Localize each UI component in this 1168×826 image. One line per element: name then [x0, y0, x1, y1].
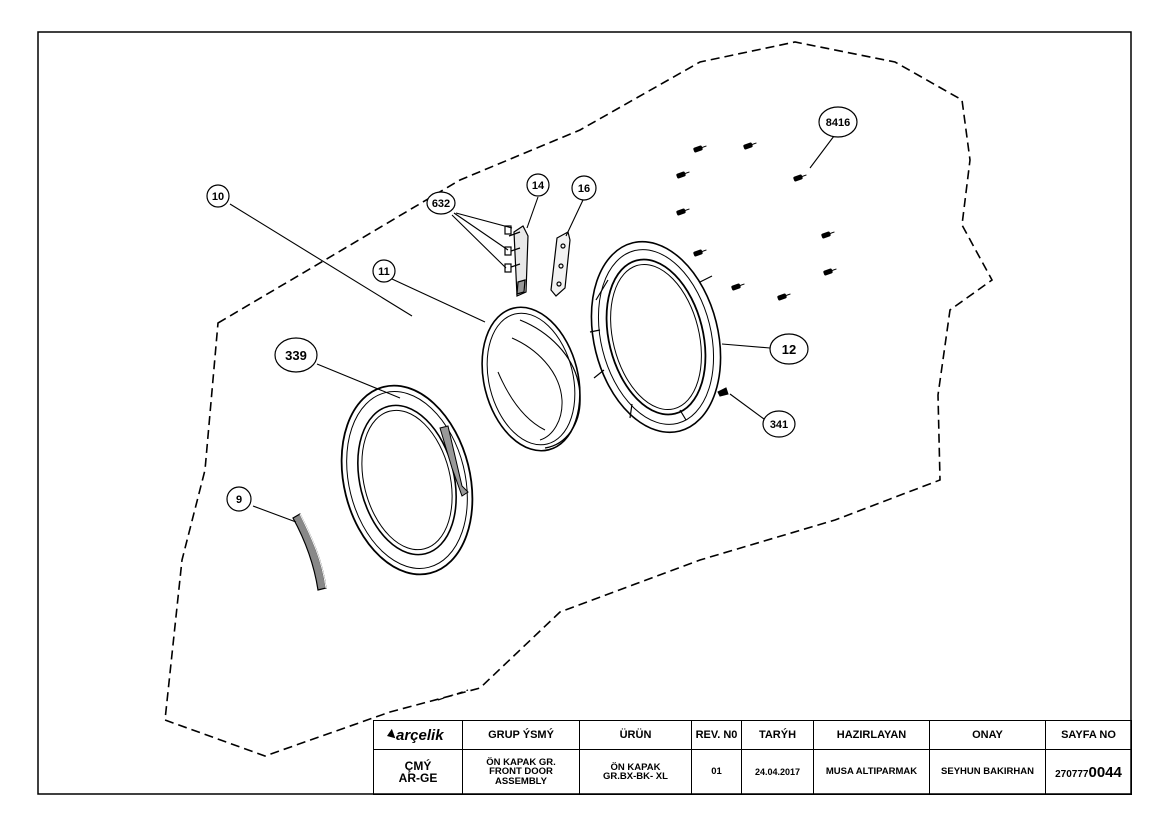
department-line-1: ÇMÝ [404, 759, 432, 773]
page-number-value: 2707770044 [1045, 749, 1132, 795]
callout-632: 632 [426, 191, 456, 215]
svg-text:14: 14 [532, 180, 545, 192]
callout-12: 12 [769, 333, 809, 365]
screw-341 [717, 387, 729, 397]
callout-339: 339 [274, 337, 318, 373]
callout-10: 10 [206, 184, 230, 208]
prepared-by-value: MUSA ALTIPARMAK [813, 749, 930, 795]
callout-11: 11 [372, 259, 396, 283]
svg-text:16: 16 [578, 183, 590, 195]
company-logo: arçelik [373, 720, 463, 750]
boundary-inner-dash [437, 689, 469, 701]
product-line-2: GR.BX-BK- XL [603, 771, 668, 782]
logo-mark-icon [378, 728, 396, 743]
page-number-main: 0044 [1088, 763, 1122, 781]
group-name-line-2: FRONT DOOR [489, 766, 553, 778]
group-name-line-1: ÖN KAPAK GR. [486, 756, 556, 768]
header-prepared-by: HAZIRLAYAN [813, 720, 930, 750]
group-name-line-3: ASSEMBLY [495, 775, 547, 787]
callout-8416: 8416 [818, 106, 858, 138]
header-date: TARÝH [741, 720, 814, 750]
callout-14: 14 [526, 173, 550, 197]
door-bezel-339 [340, 384, 474, 576]
title-block: arçelik GRUP ÝSMÝ ÜRÜN REV. N0 TARÝH HAZ… [373, 720, 1132, 795]
leader-lines [229, 135, 835, 523]
callout-9: 9 [226, 486, 252, 512]
header-revision: REV. N0 [691, 720, 742, 750]
screws-8416 [676, 142, 837, 301]
header-approval: ONAY [929, 720, 1046, 750]
svg-text:341: 341 [770, 419, 788, 431]
approval-value: SEYHUN BAKIRHAN [929, 749, 1046, 795]
page-number-prefix: 270777 [1055, 768, 1089, 780]
callout-341: 341 [762, 410, 796, 438]
department-value: ÇMÝ AR-GE [373, 749, 463, 795]
title-block-value-row: ÇMÝ AR-GE ÖN KAPAK GR. FRONT DOOR ASSEMB… [373, 749, 1132, 795]
callout-16: 16 [571, 175, 597, 201]
department-line-2: AR-GE [398, 771, 438, 785]
svg-text:10: 10 [212, 191, 224, 203]
title-block-header-row: arçelik GRUP ÝSMÝ ÜRÜN REV. N0 TARÝH HAZ… [373, 720, 1132, 750]
header-product: ÜRÜN [579, 720, 692, 750]
date-value: 24.04.2017 [741, 749, 814, 795]
assembly-boundary-dashed [164, 41, 994, 757]
company-logo-text: arçelik [396, 726, 444, 744]
lock-part-16 [550, 231, 571, 297]
svg-text:632: 632 [432, 198, 450, 210]
inner-bowl-11 [481, 306, 581, 452]
svg-text:8416: 8416 [826, 117, 850, 129]
drawing-frame [37, 31, 1132, 795]
header-group-name: GRUP ÝSMÝ [462, 720, 580, 750]
revision-value: 01 [691, 749, 742, 795]
group-name-value: ÖN KAPAK GR. FRONT DOOR ASSEMBLY [462, 749, 580, 795]
handle-part-9 [292, 513, 327, 591]
svg-text:12: 12 [782, 342, 796, 357]
product-line-1: ÖN KAPAK [610, 761, 661, 773]
svg-text:339: 339 [285, 348, 307, 363]
hinge-part-14 [504, 225, 529, 297]
door-frame-12 [589, 240, 722, 434]
header-page-number: SAYFA NO [1045, 720, 1132, 750]
product-value: ÖN KAPAK GR.BX-BK- XL [579, 749, 692, 795]
svg-text:11: 11 [378, 266, 390, 278]
svg-text:9: 9 [236, 494, 242, 506]
